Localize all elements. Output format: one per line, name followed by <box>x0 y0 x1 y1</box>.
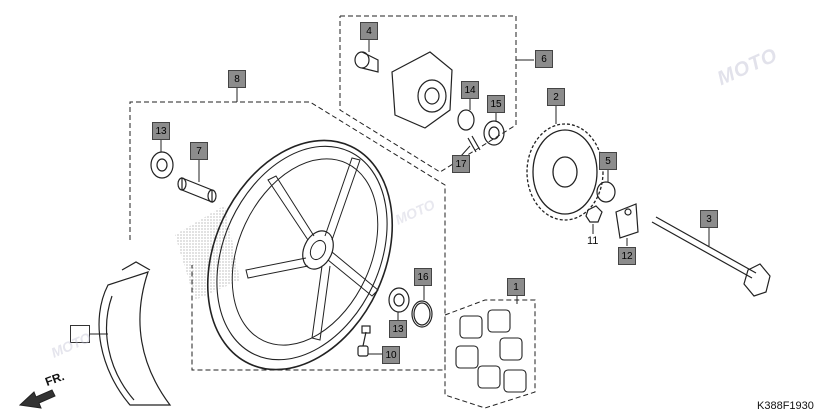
axle-collar <box>596 181 616 203</box>
tire <box>98 261 172 406</box>
wheel-bearing-left <box>150 151 174 179</box>
callout-15: 15 <box>487 95 505 113</box>
o-ring <box>411 300 433 328</box>
wheel-bearing-right <box>388 287 410 313</box>
empty-callout-tire <box>70 325 90 343</box>
axle-nut <box>585 205 603 223</box>
callout-17: 17 <box>452 155 470 173</box>
damper-group-outline <box>444 299 536 409</box>
flange-bearing <box>457 109 505 146</box>
stud-bolt <box>467 135 481 153</box>
wheel-shading <box>175 205 240 300</box>
callout-7: 7 <box>190 142 208 160</box>
chain-adjuster <box>615 203 639 239</box>
callout-16: 16 <box>414 268 432 286</box>
callout-4: 4 <box>360 22 378 40</box>
callout-1: 1 <box>507 278 525 296</box>
callout-6: 6 <box>535 50 553 68</box>
diagram-code: K388F1930 <box>757 400 814 412</box>
leader-lines <box>90 40 710 355</box>
callout-13: 13 <box>152 122 170 140</box>
final-driven-flange <box>354 51 453 129</box>
hub-group-outline <box>339 15 517 173</box>
air-valve <box>357 325 371 357</box>
callout-8: 8 <box>228 70 246 88</box>
callout-12: 12 <box>618 247 636 265</box>
wheel-group-outline <box>129 101 446 371</box>
rear-axle <box>651 216 771 297</box>
callout-11: 11 <box>587 235 599 247</box>
driven-sprocket <box>526 123 604 221</box>
callout-13-right: 13 <box>389 320 407 338</box>
callout-3: 3 <box>700 210 718 228</box>
callout-14: 14 <box>461 81 479 99</box>
callout-2: 2 <box>547 88 565 106</box>
damper-rubbers <box>455 309 527 393</box>
callout-10: 10 <box>382 346 400 364</box>
front-direction-arrow <box>18 389 56 409</box>
rear-wheel <box>206 139 394 371</box>
distance-collar <box>177 177 217 203</box>
callout-5: 5 <box>599 152 617 170</box>
